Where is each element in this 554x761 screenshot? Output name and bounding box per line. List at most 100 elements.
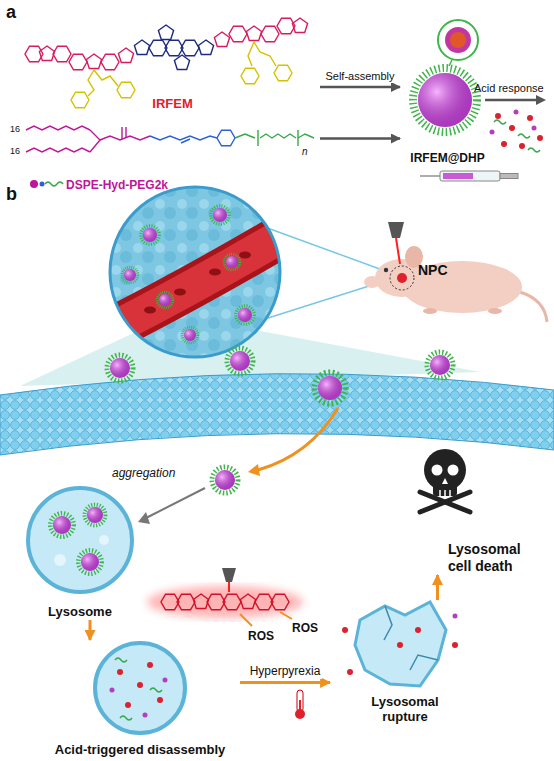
polygon-shape bbox=[536, 95, 546, 105]
line-shape bbox=[121, 127, 122, 139]
irfem-dhp-nanoparticle bbox=[413, 20, 478, 132]
use-shape bbox=[246, 26, 261, 41]
ellipse-shape bbox=[174, 289, 186, 296]
nanoparticle-region: IRFEM@DHP bbox=[400, 62, 495, 165]
circle-shape bbox=[418, 73, 472, 127]
arrow-connector bbox=[240, 681, 330, 684]
circle-shape bbox=[163, 678, 168, 683]
node-label: Lysosomal cell death bbox=[448, 541, 543, 575]
step-label: Acid response bbox=[474, 82, 544, 95]
circle-shape bbox=[110, 187, 280, 357]
polyline-shape bbox=[90, 130, 100, 152]
arrow-connector bbox=[320, 86, 400, 89]
rect-shape bbox=[440, 171, 500, 181]
rect-shape bbox=[433, 482, 457, 496]
circle-shape bbox=[390, 266, 414, 290]
thermometer bbox=[295, 690, 305, 719]
use-shape bbox=[141, 226, 159, 244]
path-shape bbox=[528, 148, 540, 152]
use-shape bbox=[240, 594, 255, 609]
use-shape bbox=[261, 26, 279, 42]
line-shape bbox=[257, 130, 258, 146]
use-shape bbox=[193, 594, 208, 609]
path-shape bbox=[45, 182, 63, 186]
circle-shape bbox=[295, 709, 305, 719]
subscript: n bbox=[302, 146, 308, 158]
circle-shape bbox=[450, 32, 466, 48]
use-shape bbox=[271, 594, 289, 610]
line-shape bbox=[240, 614, 252, 626]
circle-shape bbox=[137, 682, 143, 688]
polyline-shape bbox=[26, 126, 90, 130]
line-shape bbox=[444, 490, 446, 496]
ellipse-shape bbox=[488, 308, 502, 314]
use-shape bbox=[223, 594, 241, 610]
line-shape bbox=[439, 490, 441, 496]
step-label: aggregation bbox=[112, 467, 175, 481]
path-shape bbox=[0, 374, 554, 455]
use-shape bbox=[85, 505, 106, 526]
polyline-shape bbox=[298, 134, 314, 138]
path-shape bbox=[258, 408, 338, 470]
irfem-structure bbox=[25, 18, 308, 108]
node-label: IRFEM@DHP bbox=[400, 151, 495, 165]
circle-shape bbox=[501, 141, 507, 147]
use-shape bbox=[118, 48, 133, 63]
use-shape bbox=[198, 40, 213, 55]
arrow-connector bbox=[436, 575, 439, 600]
circle-shape bbox=[342, 627, 348, 633]
subscript: 16 bbox=[10, 124, 20, 134]
magnified-tissue bbox=[100, 187, 300, 357]
node-label: Lysosome bbox=[20, 604, 140, 620]
circle-shape bbox=[397, 273, 407, 283]
polyline-shape bbox=[384, 606, 392, 640]
use-shape bbox=[50, 513, 73, 536]
node-label: Acid-triggered disassembly bbox=[40, 742, 240, 758]
polygon-shape bbox=[248, 464, 260, 476]
use-shape bbox=[236, 306, 254, 324]
polyline-shape bbox=[94, 70, 118, 86]
circle-shape bbox=[413, 68, 477, 132]
use-shape bbox=[174, 55, 189, 70]
circle-shape bbox=[397, 642, 403, 648]
use-shape bbox=[427, 352, 453, 378]
node-label: IRFEM bbox=[25, 96, 320, 112]
ellipse-shape bbox=[144, 307, 156, 314]
circle-shape bbox=[445, 27, 471, 53]
use-shape bbox=[117, 82, 135, 98]
ruptured-lysosome bbox=[342, 602, 458, 686]
circle-shape bbox=[110, 688, 115, 693]
use-shape bbox=[122, 267, 138, 283]
circle-shape bbox=[40, 182, 45, 187]
ellipse-shape bbox=[423, 308, 437, 314]
line-shape bbox=[449, 60, 452, 66]
polyline-shape bbox=[248, 42, 254, 66]
use-shape bbox=[277, 18, 295, 34]
circle-shape bbox=[99, 535, 109, 545]
acid-products bbox=[485, 95, 546, 152]
line-shape bbox=[280, 612, 292, 619]
circle-shape bbox=[117, 669, 123, 675]
use-shape bbox=[25, 46, 43, 62]
rect-shape bbox=[443, 173, 473, 179]
use-shape bbox=[71, 92, 89, 108]
polymer-region: DSPE-Hyd-PEG2k bbox=[8, 112, 320, 192]
use-shape bbox=[39, 46, 54, 61]
path-shape bbox=[115, 658, 127, 662]
circle-shape bbox=[157, 697, 163, 703]
polygon-shape bbox=[138, 512, 150, 524]
ellipse-shape bbox=[364, 276, 380, 288]
polyline-shape bbox=[260, 134, 296, 138]
use-shape bbox=[314, 372, 345, 403]
polyline-shape bbox=[100, 136, 150, 140]
use-shape bbox=[292, 18, 307, 33]
circle-shape bbox=[28, 488, 132, 592]
line-shape bbox=[449, 490, 451, 496]
lysosome bbox=[28, 488, 132, 592]
syringe bbox=[420, 171, 518, 181]
use-shape bbox=[78, 550, 101, 573]
use-shape bbox=[212, 467, 238, 493]
node-label: Lysosomal rupture bbox=[355, 694, 455, 725]
disassembled-lysosome bbox=[95, 643, 185, 733]
arrow-connector bbox=[89, 620, 92, 640]
